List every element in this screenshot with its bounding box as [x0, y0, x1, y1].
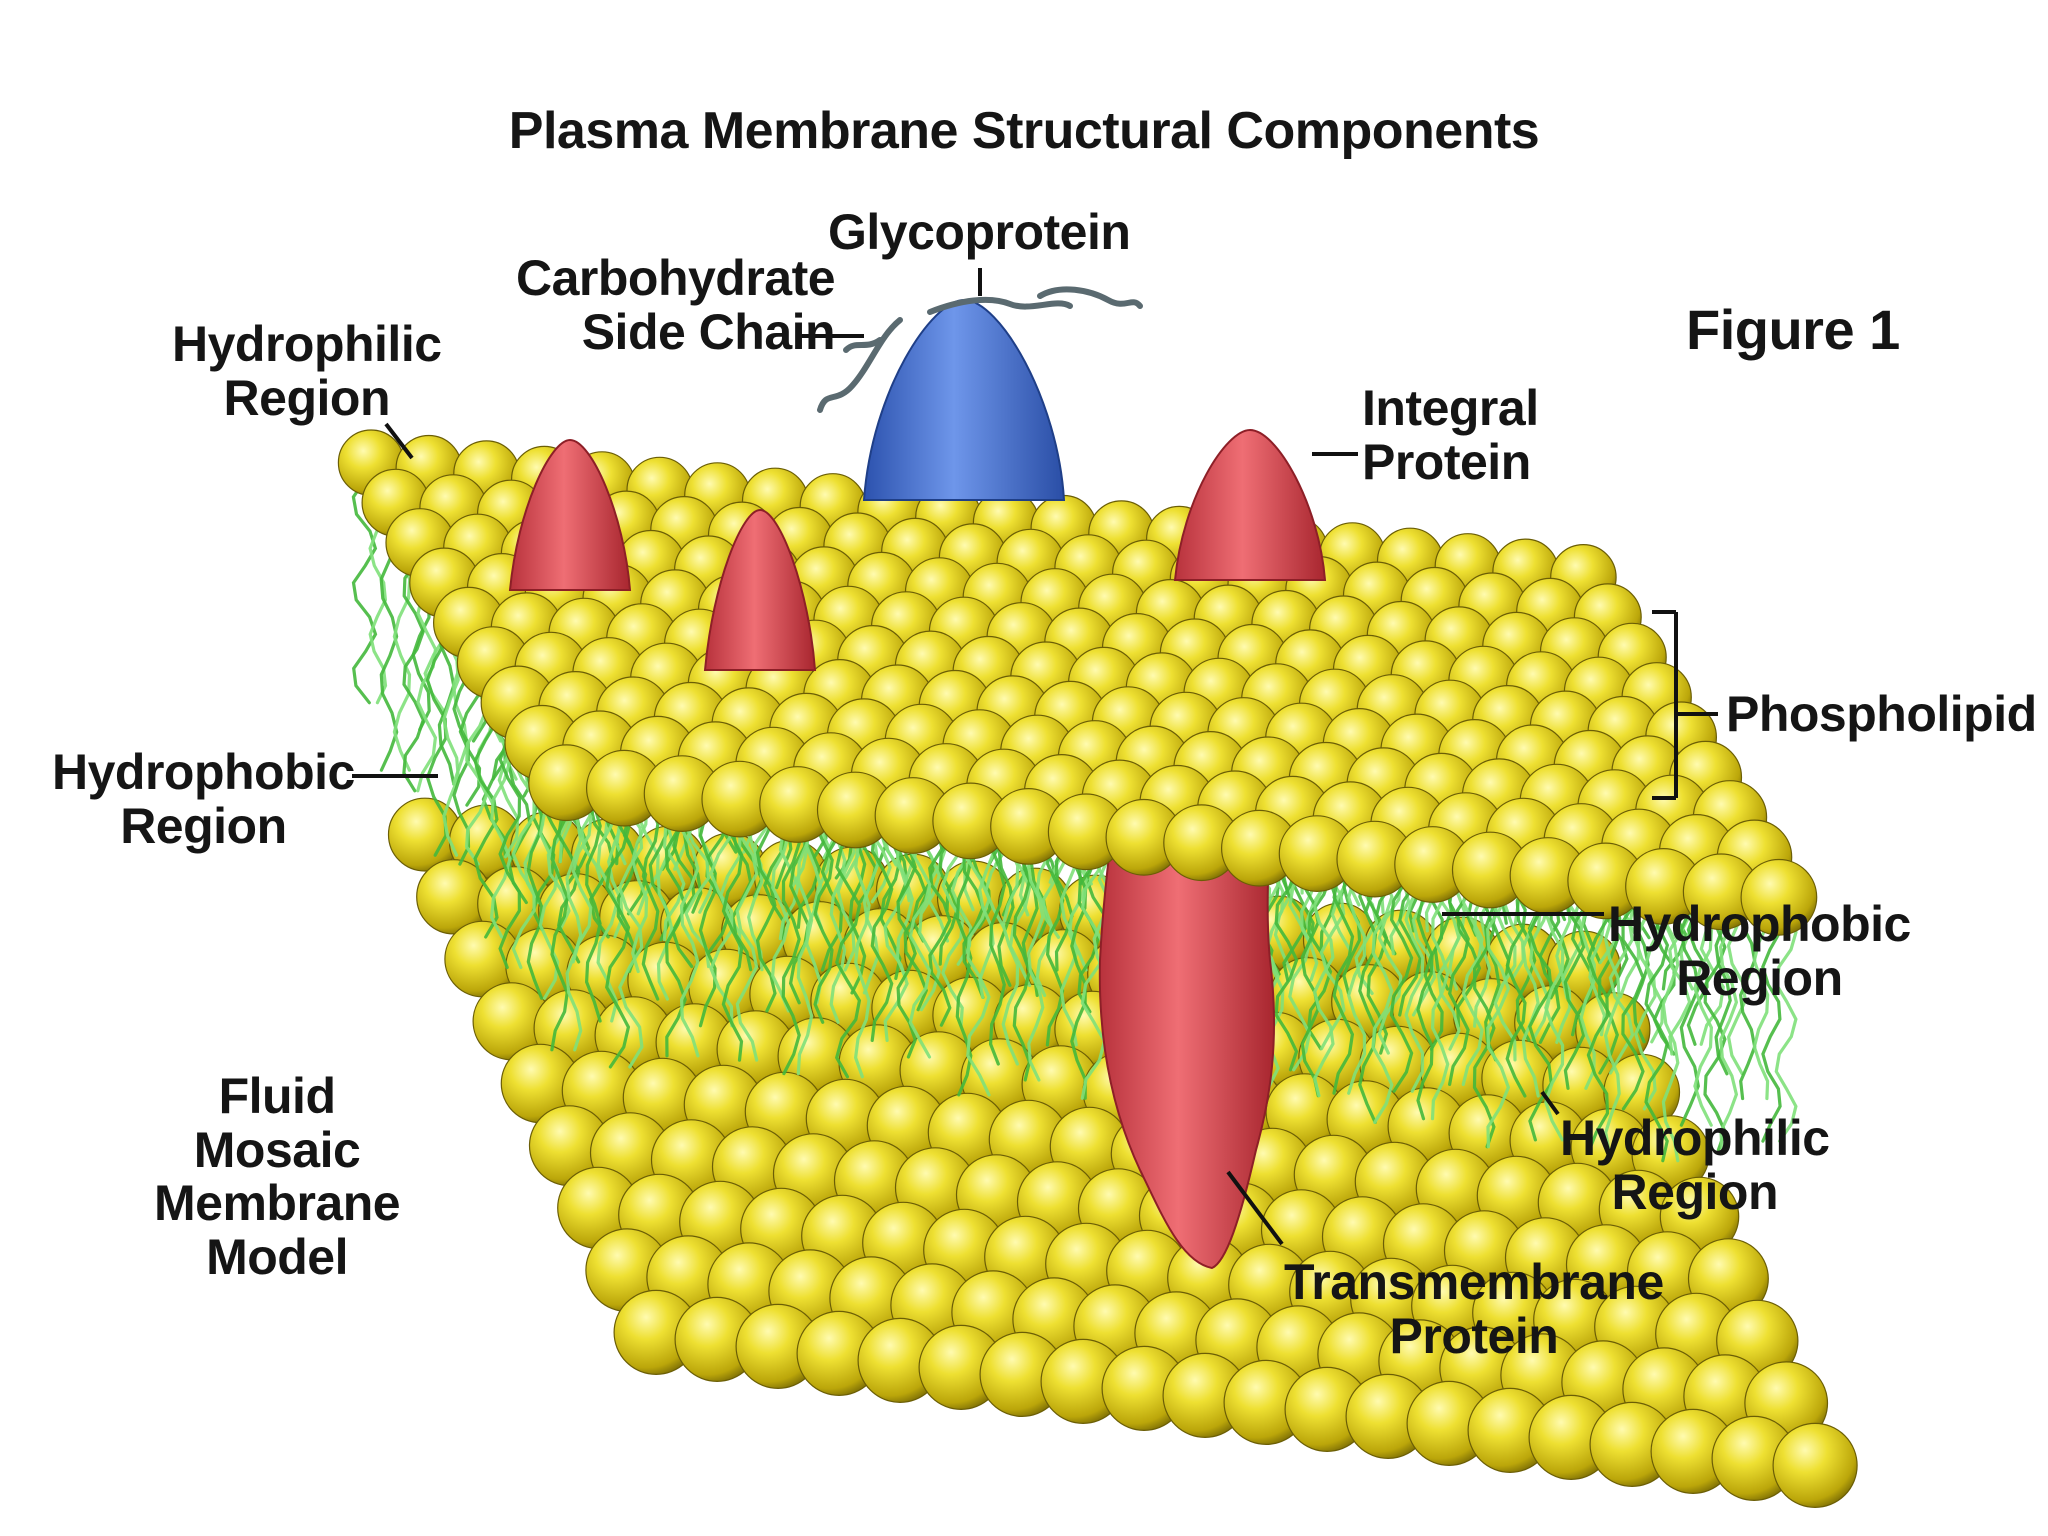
- carbohydrate-chain: [1037, 286, 1143, 309]
- lipid-tail: [1254, 846, 1280, 1107]
- lipid-tail: [1070, 830, 1088, 1100]
- lipid-tail: [1300, 852, 1320, 1098]
- carbohydrate-side-chain-label: Carbohydrate Side Chain: [516, 250, 836, 360]
- hydrophobic-left-line-1: Hydrophobic: [52, 744, 355, 800]
- lipid-tail: [853, 808, 871, 1079]
- lipid-tail: [1544, 873, 1565, 1142]
- phospholipid-label: Phospholipid: [1726, 686, 2037, 742]
- fluid-line-1: Fluid: [218, 1068, 336, 1124]
- lipid-tail: [781, 802, 801, 1076]
- phospholipid-head: [1740, 858, 1818, 936]
- lipid-tail: [1718, 890, 1739, 1152]
- integral-protein-cone: [508, 438, 632, 591]
- lipid-tail: [1026, 824, 1045, 1082]
- leader-line: [384, 422, 414, 460]
- surface-proteins: [508, 286, 1327, 671]
- lipid-tail: [834, 808, 862, 1079]
- lipid-tail: [1472, 868, 1496, 1149]
- hydrophilic-top-line-2: Region: [223, 369, 391, 426]
- hydrophobic-region-left-label: Hydrophobic Region: [52, 744, 355, 854]
- integral-protein-label: Integral Protein: [1362, 380, 1539, 490]
- hydrophobic-region-right-label: Hydrophobic Region: [1608, 896, 1911, 1006]
- leader-line: [1226, 1170, 1284, 1246]
- lipid-tail: [1603, 879, 1621, 1154]
- carbohydrate-chain: [927, 296, 1073, 315]
- lipid-tail: [1703, 890, 1727, 1152]
- lipid-tail: [1430, 862, 1450, 1121]
- lipid-tail: [721, 797, 744, 1062]
- carbohydrate-chain: [817, 317, 903, 413]
- hydrophilic-bottom-line-1: Hydrophilic: [1560, 1110, 1830, 1166]
- integral-protein-cone: [703, 508, 817, 671]
- lipid-tail: [565, 781, 583, 1052]
- lipid-tail: [796, 802, 814, 1076]
- figure-label: Figure 1: [1686, 298, 1900, 361]
- hydrophobic-right-line-1: Hydrophobic: [1608, 896, 1911, 952]
- lipid-tail: [966, 819, 991, 1097]
- glycoprotein-body: [862, 298, 1066, 501]
- transmembrane-line-2: Protein: [1389, 1307, 1559, 1364]
- lipid-tail: [735, 797, 759, 1062]
- lipid-tail: [351, 461, 378, 705]
- hydrophilic-top-line-1: Hydrophilic: [172, 316, 442, 372]
- lipid-tail: [664, 792, 687, 1058]
- transmembrane-line-1: Transmembrane: [1284, 1254, 1664, 1310]
- hydrophilic-bottom-line-2: Region: [1611, 1163, 1779, 1220]
- lipid-tail: [1644, 884, 1670, 1163]
- lipid-tail: [1312, 852, 1335, 1098]
- glycoprotein-text: Glycoprotein: [828, 204, 1131, 260]
- transmembrane-protein-label: Transmembrane Protein: [1284, 1254, 1664, 1364]
- lipid-tail: [550, 781, 569, 1052]
- lipid-tail: [617, 786, 644, 1069]
- lipid-tail: [1371, 857, 1394, 1124]
- lipid-tail: [1416, 862, 1434, 1121]
- integral-line-2: Protein: [1362, 433, 1531, 490]
- lipid-tail: [1012, 824, 1032, 1082]
- hydrophobic-right-line-2: Region: [1676, 949, 1843, 1006]
- lipid-tail: [1485, 868, 1511, 1149]
- carbohydrate-line-1: Carbohydrate: [516, 250, 836, 306]
- top-phospholipid-layer: [337, 429, 1818, 936]
- carbohydrate-chain: [843, 337, 883, 353]
- fluid-line-4: Model: [206, 1228, 348, 1285]
- carbohydrate-line-2: Side Chain: [581, 303, 836, 360]
- hydrophilic-region-top-label: Hydrophilic Region: [172, 316, 442, 426]
- page-title: Plasma Membrane Structural Components: [508, 102, 1540, 160]
- lipid-tail: [679, 792, 700, 1058]
- fluid-mosaic-model-label: Fluid Mosaic Membrane Model: [154, 1068, 401, 1285]
- hydrophilic-region-bottom-label: Hydrophilic Region: [1560, 1110, 1830, 1220]
- fluid-line-3: Membrane: [154, 1175, 401, 1231]
- glycoprotein-label: Glycoprotein: [828, 204, 1131, 260]
- integral-protein-cone: [1173, 428, 1327, 581]
- lipid-tail: [1774, 895, 1798, 1143]
- lipid-tail: [1761, 895, 1782, 1143]
- phospholipid-head: [1772, 1422, 1858, 1509]
- lipid-tail: [402, 541, 426, 793]
- integral-line-1: Integral: [1362, 380, 1539, 436]
- leader-line: [1540, 1090, 1560, 1116]
- lipid-tail: [1586, 879, 1610, 1154]
- fluid-line-2: Mosaic: [193, 1121, 361, 1178]
- leader-lines: [352, 268, 1718, 1246]
- phospholipid-text: Phospholipid: [1726, 686, 2037, 742]
- lipid-tail: [1358, 857, 1378, 1124]
- lipid-tail: [1661, 884, 1680, 1163]
- lipid-tail: [605, 786, 631, 1069]
- hydrophobic-left-line-2: Region: [120, 797, 287, 854]
- lipid-tail: [908, 813, 932, 1059]
